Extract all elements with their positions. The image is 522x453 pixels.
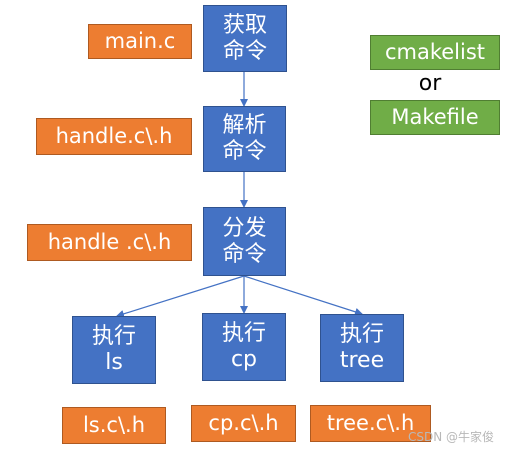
file-ls: ls.c\.h <box>62 407 166 444</box>
file-main: main.c <box>88 24 192 59</box>
node-exec-ls: 执行 ls <box>72 316 156 384</box>
csdn-watermark: CSDN @牛家俊 <box>408 430 495 444</box>
build-makefile: Makefile <box>370 100 500 135</box>
file-cp: cp.c\.h <box>191 405 296 442</box>
node-get-command: 获取 命令 <box>203 5 287 72</box>
file-handle-parse: handle.c\.h <box>36 118 192 155</box>
file-handle-dispatch: handle .c\.h <box>27 224 192 261</box>
node-exec-tree: 执行 tree <box>320 314 404 382</box>
arrow-dispatch-to-ls <box>116 275 245 318</box>
node-exec-cp: 执行 cp <box>202 313 286 381</box>
file-tree: tree.c\.h <box>310 405 431 442</box>
node-parse-command: 解析 命令 <box>203 106 286 172</box>
build-or-label: or <box>418 71 442 96</box>
arrow-dispatch-to-tree <box>243 275 363 316</box>
build-cmakelist: cmakelist <box>370 35 500 70</box>
node-dispatch-command: 分发 命令 <box>203 207 286 276</box>
